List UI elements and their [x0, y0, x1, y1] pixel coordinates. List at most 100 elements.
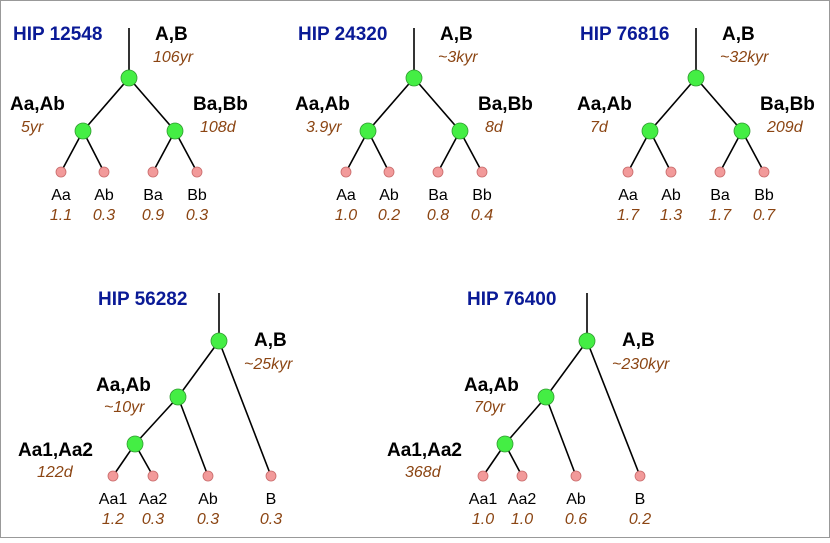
system-title: HIP 12548 [13, 24, 102, 45]
edge [177, 340, 220, 398]
node-marker [359, 122, 377, 140]
system-hip24320: HIP 24320 A,B ~3kyr Aa,Ab 3.9yr Ba,Bb 8d… [295, 24, 533, 224]
node-marker [496, 435, 514, 453]
node-marker [169, 388, 187, 406]
edge [128, 77, 176, 132]
system-title: HIP 56282 [98, 289, 187, 310]
leaf-marker [622, 166, 634, 178]
node-marker [641, 122, 659, 140]
node-label: A,B [722, 24, 755, 45]
edge [695, 77, 743, 132]
node-marker [166, 122, 184, 140]
leaf-label: Aa1 [99, 491, 128, 508]
leaf-label: Ab [566, 491, 586, 508]
leaf-label: Aa2 [139, 491, 168, 508]
node-period: 209d [766, 119, 804, 136]
leaf-marker [202, 470, 214, 482]
leaf-label: Ab [661, 187, 681, 204]
leaf-marker [432, 166, 444, 178]
node-period: 122d [37, 464, 74, 481]
leaf-marker [55, 166, 67, 178]
node-period: ~10yr [104, 399, 145, 416]
leaf-marker [98, 166, 110, 178]
node-label: Ba,Bb [193, 94, 248, 115]
node-label: Aa,Ab [10, 94, 65, 115]
leaf-mass: 1.7 [617, 207, 640, 224]
node-period: ~3kyr [438, 49, 478, 66]
node-label: Aa1,Aa2 [387, 440, 462, 461]
node-label: Ba,Bb [478, 94, 533, 115]
leaf-mass: 1.1 [50, 207, 72, 224]
leaf-mass: 0.2 [378, 207, 400, 224]
leaf-mass: 0.4 [471, 207, 493, 224]
leaf-marker [383, 166, 395, 178]
node-period: ~25kyr [244, 356, 293, 373]
leaf-label: Aa [336, 187, 356, 204]
leaf-mass: 0.3 [197, 511, 219, 528]
leaf-marker [107, 470, 119, 482]
node-period: 108d [200, 119, 237, 136]
system-title: HIP 76816 [580, 24, 669, 45]
node-period: 5yr [21, 119, 44, 136]
leaf-label: Aa2 [508, 491, 537, 508]
leaf-label: B [266, 491, 277, 508]
edge [586, 340, 641, 477]
node-period: 368d [405, 464, 442, 481]
node-period: 106yr [153, 49, 194, 66]
leaf-label: Aa [618, 187, 638, 204]
leaf-label: Ab [198, 491, 218, 508]
leaf-label: Bb [754, 187, 774, 204]
leaf-mass: 0.3 [93, 207, 115, 224]
edge [545, 340, 588, 398]
edge [177, 396, 209, 477]
node-period: ~32kyr [720, 49, 769, 66]
node-label: Ba,Bb [760, 94, 815, 115]
leaf-mass: 1.0 [511, 511, 533, 528]
node-marker [733, 122, 751, 140]
leaf-mass: 0.6 [565, 511, 587, 528]
node-marker [405, 69, 423, 87]
system-title: HIP 76400 [467, 289, 556, 310]
leaf-mass: 1.3 [660, 207, 682, 224]
node-period: ~230kyr [612, 356, 670, 373]
node-marker [74, 122, 92, 140]
leaf-marker [758, 166, 770, 178]
leaf-marker [570, 470, 582, 482]
system-hip76400: HIP 76400 A,B ~230kyr Aa,Ab 70yr Aa1,Aa2… [387, 289, 670, 528]
node-label: A,B [254, 330, 287, 351]
node-period: 3.9yr [306, 119, 342, 136]
edge [545, 396, 577, 477]
leaf-label: Bb [472, 187, 492, 204]
edge [649, 77, 697, 132]
leaf-label: Ab [379, 187, 399, 204]
leaf-label: Bb [187, 187, 207, 204]
leaf-mass: 1.0 [472, 511, 494, 528]
node-marker [451, 122, 469, 140]
edge [504, 396, 547, 445]
leaf-mass: 1.2 [102, 511, 124, 528]
leaf-mass: 0.3 [260, 511, 282, 528]
node-label: Aa,Ab [577, 94, 632, 115]
leaf-marker [340, 166, 352, 178]
node-marker [537, 388, 555, 406]
node-label: A,B [440, 24, 473, 45]
node-label: A,B [155, 24, 188, 45]
leaf-marker [477, 470, 489, 482]
leaf-marker [147, 470, 159, 482]
leaf-marker [714, 166, 726, 178]
leaf-mass: 1.0 [335, 207, 357, 224]
leaf-label: B [635, 491, 646, 508]
system-hip76816: HIP 76816 A,B ~32kyr Aa,Ab 7d Ba,Bb 209d… [577, 24, 815, 224]
edge [82, 77, 130, 132]
node-label: A,B [622, 330, 655, 351]
system-hip56282: HIP 56282 A,B ~25kyr Aa,Ab ~10yr Aa1,Aa2… [18, 289, 293, 528]
edge [413, 77, 461, 132]
leaf-label: Aa1 [469, 491, 498, 508]
leaf-marker [516, 470, 528, 482]
system-title: HIP 24320 [298, 24, 387, 45]
node-marker [126, 435, 144, 453]
leaf-label: Ba [710, 187, 730, 204]
node-marker [120, 69, 138, 87]
node-marker [687, 69, 705, 87]
